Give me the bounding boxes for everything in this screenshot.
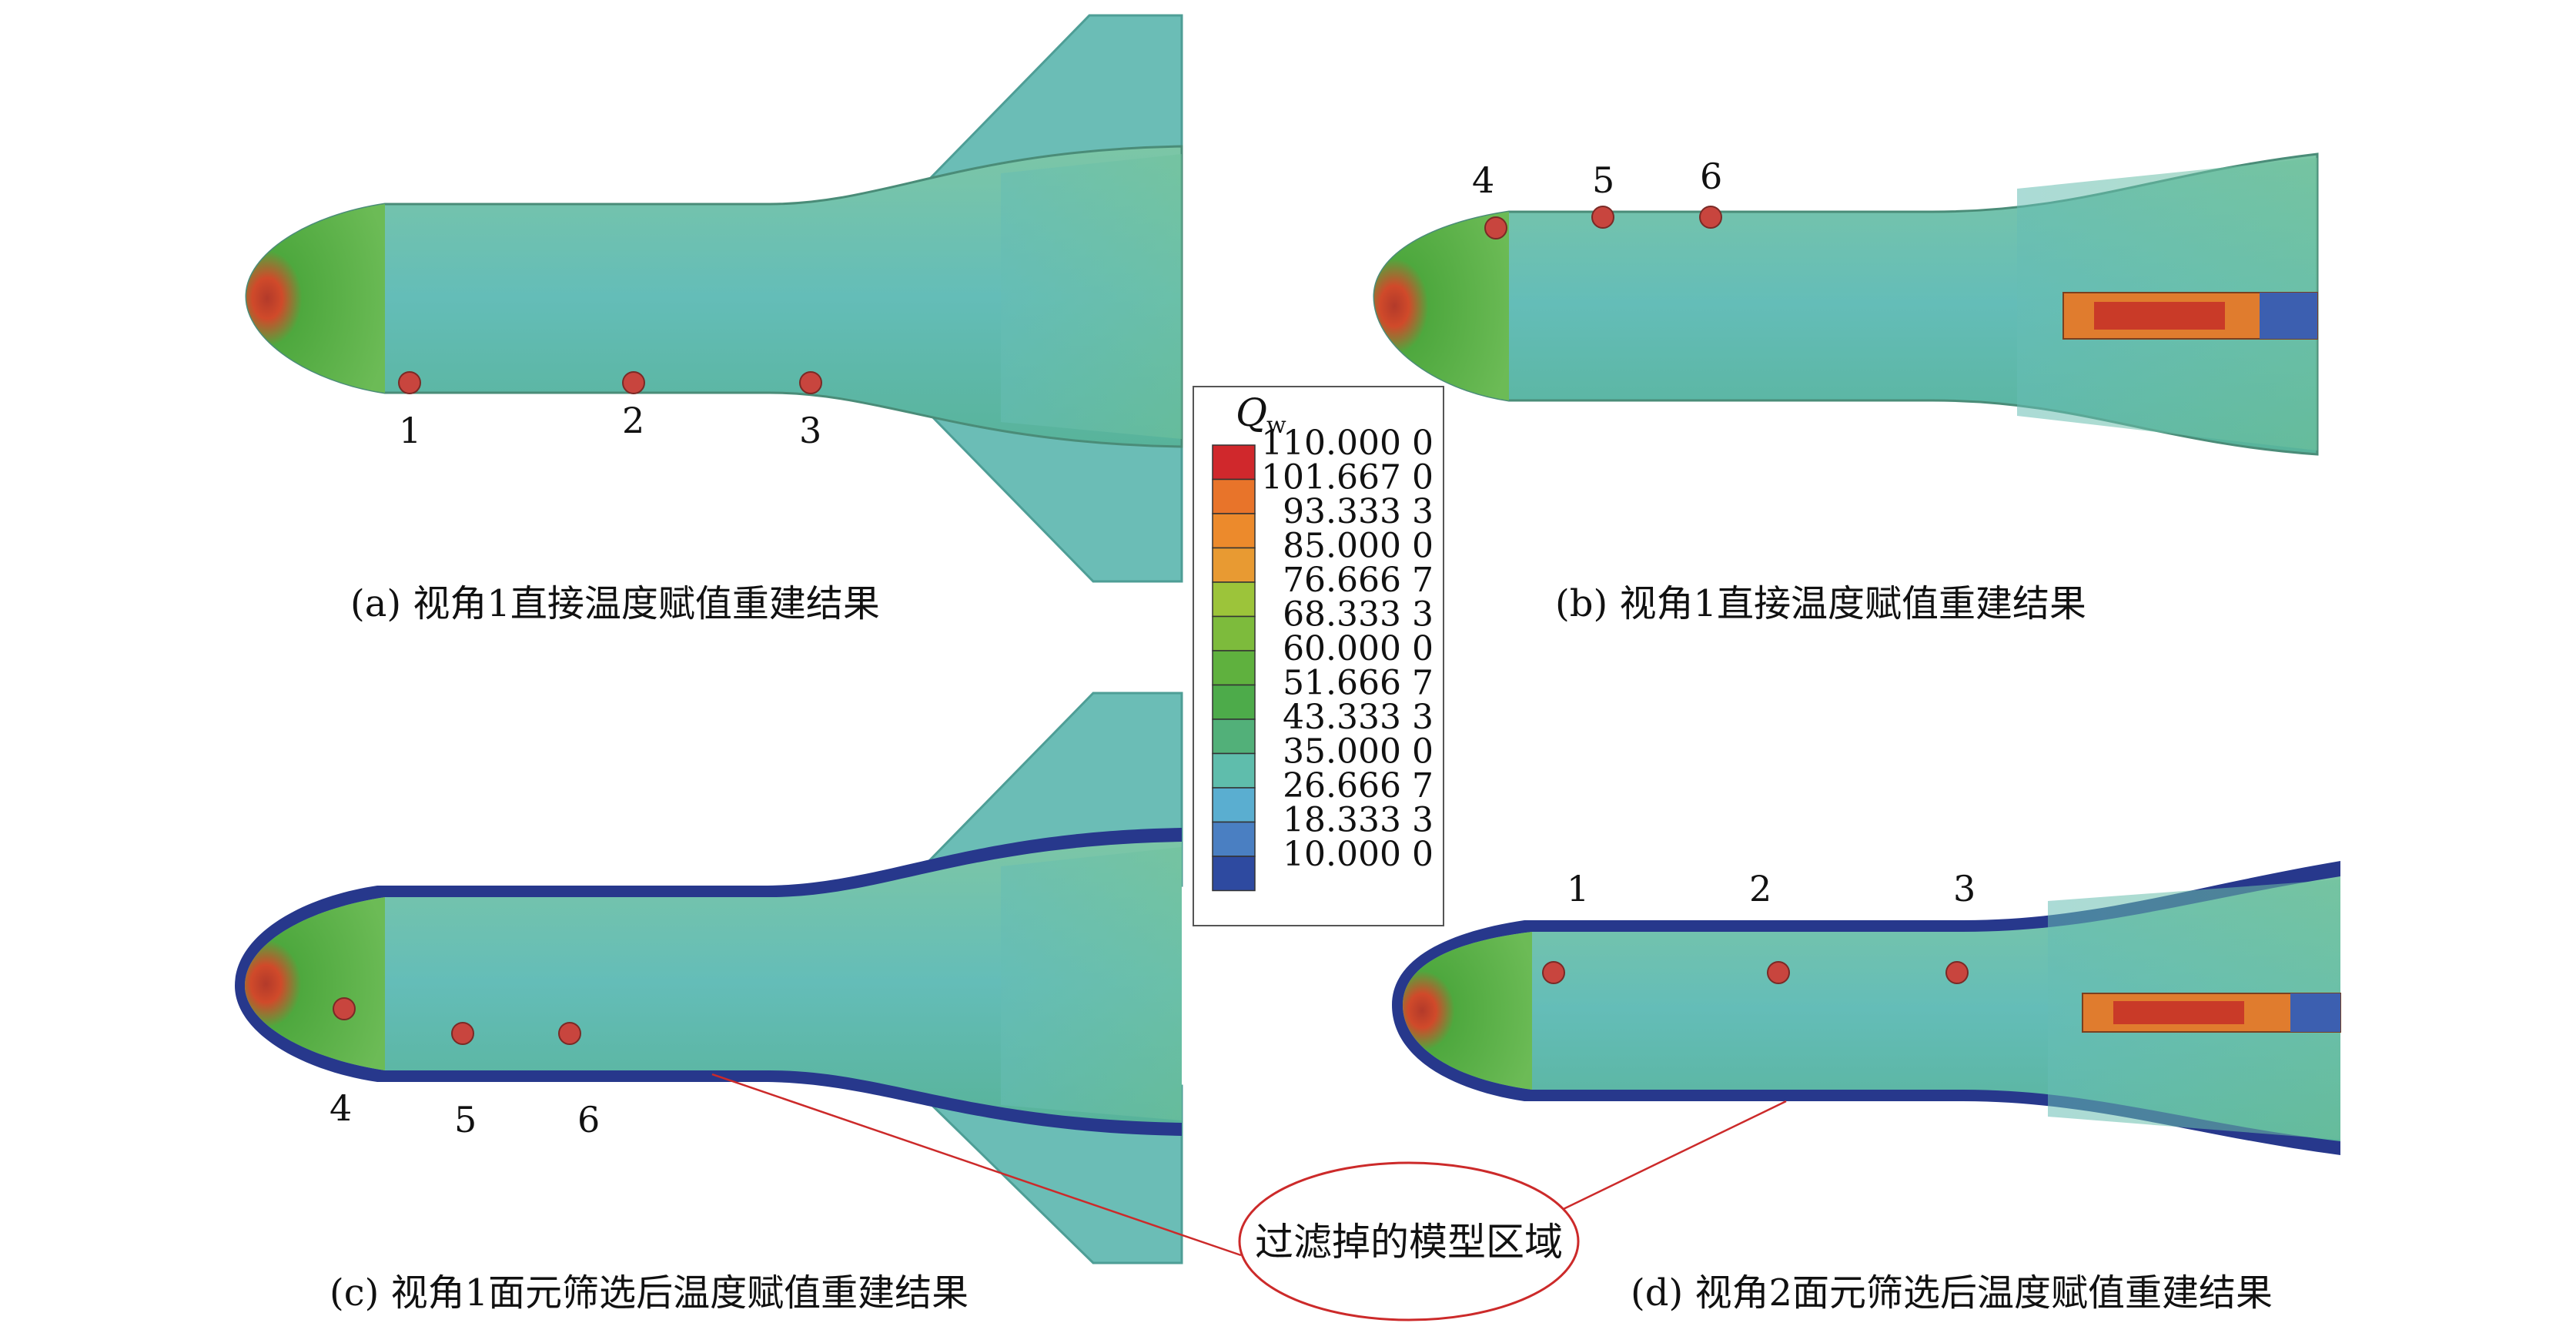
tail-flare <box>1001 847 1182 1120</box>
legend-level-label: 60.000 0 <box>1283 629 1434 668</box>
point-label: 2 <box>1749 868 1771 909</box>
point-label: 4 <box>330 1087 352 1129</box>
measure-point <box>799 371 822 394</box>
legend-title: Q <box>1236 390 1267 435</box>
nose-cap <box>246 204 385 393</box>
caption-c: (c) 视角1面元筛选后温度赋值重建结果 <box>330 1271 969 1315</box>
legend-level-label: 76.666 7 <box>1283 561 1434 600</box>
tail-flare <box>1001 154 1182 439</box>
annotation-ellipse <box>1238 1161 1580 1321</box>
nose-cap <box>245 897 385 1070</box>
legend-level-label: 10.000 0 <box>1283 835 1434 874</box>
vehicle-body <box>245 842 1182 1123</box>
filtered-region-annotation: 过滤掉的模型区域 <box>711 1073 1787 1321</box>
point-label: 1 <box>399 410 421 451</box>
hot-slot-core <box>2113 1001 2244 1024</box>
measure-point <box>622 371 645 394</box>
legend-swatch <box>1212 718 1256 755</box>
legend-swatch <box>1212 478 1256 514</box>
legend-level-label: 110.000 0 <box>1261 424 1434 463</box>
legend-level-label: 26.666 7 <box>1283 766 1434 806</box>
panel-c: 4 5 6 (c) 视角1面元筛选后温度赋值重建结果 <box>235 692 1183 1315</box>
point-label: 3 <box>1953 868 1975 909</box>
legend-swatch <box>1212 856 1256 892</box>
measure-point <box>1945 961 1969 984</box>
point-label: 3 <box>799 410 821 451</box>
legend-swatch <box>1212 684 1256 720</box>
nose-cap <box>1374 212 1509 400</box>
legend-swatch <box>1212 821 1256 857</box>
measure-point <box>451 1022 474 1045</box>
measure-point <box>1699 206 1722 229</box>
legend-subscript: w <box>1266 412 1286 439</box>
panel-d: 1 2 3 (d) 视角2面元筛选后温度赋值重建结果 <box>1392 861 2341 1315</box>
caption-b: (b) 视角1直接温度赋值重建结果 <box>1555 582 2086 625</box>
legend-level-label: 43.333 3 <box>1283 698 1434 737</box>
caption-a: (a) 视角1直接温度赋值重建结果 <box>350 582 880 625</box>
hot-slot-core <box>2094 302 2225 330</box>
point-label: 5 <box>1592 159 1614 201</box>
measure-point <box>1484 216 1507 239</box>
panel-a: 1 2 3 (a) 视角1直接温度赋值重建结果 <box>245 14 1183 625</box>
point-label: 1 <box>1567 868 1589 909</box>
legend-swatch <box>1212 752 1256 789</box>
caption-d: (d) 视角2面元筛选后温度赋值重建结果 <box>1631 1271 2273 1315</box>
point-label: 6 <box>1700 156 1722 197</box>
legend-swatch <box>1212 444 1256 481</box>
slot-end <box>2260 293 2317 339</box>
legend-level-label: 93.333 3 <box>1283 492 1434 531</box>
point-label: 6 <box>577 1099 600 1140</box>
legend-level-label: 51.666 7 <box>1283 664 1434 703</box>
slot-end <box>2290 993 2340 1032</box>
measure-point <box>1591 206 1614 229</box>
legend-level-label: 68.333 3 <box>1283 595 1434 635</box>
nose-cap <box>1403 932 1532 1090</box>
legend-swatch <box>1212 547 1256 583</box>
leader-line <box>711 1073 1242 1257</box>
leader-line <box>1547 1100 1787 1218</box>
measure-point <box>398 371 421 394</box>
legend-level-label: 101.667 0 <box>1261 458 1434 497</box>
legend-swatch <box>1212 787 1256 823</box>
measure-point <box>333 997 356 1020</box>
measure-point <box>1767 961 1790 984</box>
point-label: 5 <box>454 1099 477 1140</box>
measure-point <box>1542 961 1565 984</box>
panel-b: 4 5 6 (b) 视角1直接温度赋值重建结果 <box>1373 152 2319 625</box>
legend-swatch <box>1212 581 1256 618</box>
measure-point <box>558 1022 581 1045</box>
legend-swatch <box>1212 650 1256 686</box>
legend-swatch <box>1212 615 1256 651</box>
legend-swatch <box>1212 513 1256 549</box>
point-label: 4 <box>1472 159 1494 201</box>
point-label: 2 <box>622 400 644 441</box>
legend-level-label: 85.000 0 <box>1283 527 1434 566</box>
legend-level-label: 18.333 3 <box>1283 801 1434 840</box>
legend-level-label: 35.000 0 <box>1283 732 1434 772</box>
annotation-text: 过滤掉的模型区域 <box>1255 1220 1563 1264</box>
